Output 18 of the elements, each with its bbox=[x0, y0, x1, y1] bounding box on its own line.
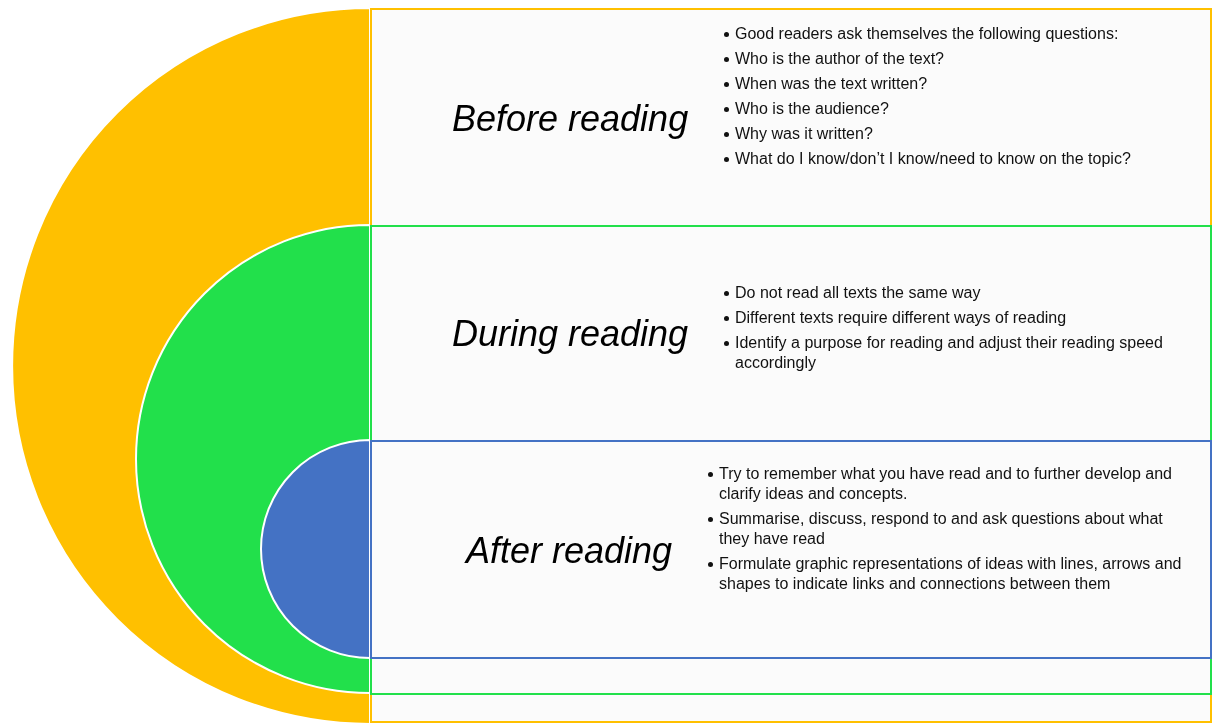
bullet-point: What do I know/don’t I know/need to know on the topic? bbox=[735, 149, 1131, 169]
bullet-point: Try to remember what you have read and to further develop and clarify ideas and concepts. bbox=[719, 464, 1173, 504]
bullet-point: Summarise, discuss, respond to and ask questions about what they have read bbox=[719, 509, 1164, 549]
bullet-point: Good readers ask themselves the following questions: bbox=[735, 24, 1119, 44]
bullet-point: Identify a purpose for reading and adjust their reading speed accordingly bbox=[735, 333, 1164, 373]
stage-panel bbox=[370, 8, 1212, 723]
stage-panel bbox=[370, 440, 1212, 659]
bullet-point: Why was it written? bbox=[735, 124, 873, 144]
stage-heading: After reading bbox=[466, 530, 673, 572]
bullet-point: Formulate graphic representations of ideas with lines, arrows and shapes to indicate links and connections between them bbox=[719, 554, 1183, 594]
bullet-point: Do not read all texts the same way bbox=[735, 283, 981, 303]
stage-heading: Before reading bbox=[452, 98, 689, 140]
bullet-point: When was the text written? bbox=[735, 74, 928, 94]
bullet-point: Who is the author of the text? bbox=[735, 49, 944, 69]
bullet-point: Who is the audience? bbox=[735, 99, 889, 119]
stage-heading: During reading bbox=[452, 313, 689, 355]
stage-panel bbox=[370, 225, 1212, 695]
bullet-point: Different texts require different ways of reading bbox=[735, 308, 1067, 328]
